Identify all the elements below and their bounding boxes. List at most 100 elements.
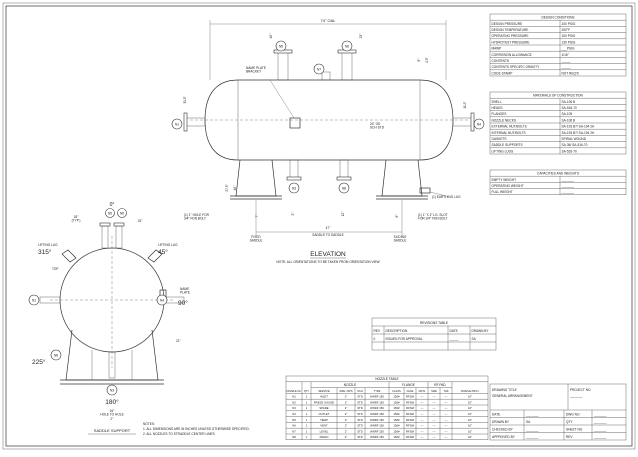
revisions-header: DRAWN BY [472,329,490,333]
dim-40-bottom: 40" [233,186,237,191]
nozzle-header: CLASS [392,389,401,393]
nozzle-cell: --- [421,435,424,439]
materials-table-label: LIFTING LUGS [492,149,514,153]
elevation-view: 74" OAL [171,18,485,264]
drawing-title-label: DRAWING TITLE [492,388,517,392]
bottom-nozzle-right [336,159,352,181]
nozzle-group-label: NOZZLE [344,383,357,387]
dim-2-label: 2" [111,417,114,421]
capacities-table-label: EMPTY WEIGHT [492,178,517,182]
nozzle-cell: 10" [468,400,472,404]
design-conditions-table-value: 130 PSIG [562,40,576,44]
nozzle-cell: --- [421,395,424,399]
nozzle-cell: DRAIN [320,435,329,439]
nozzle-cell: PRESS GAUGE [314,400,334,404]
lifting-lug-left-label: LIFTING LUG [38,243,58,247]
dim-31-5: 31.5" [183,96,187,103]
capacities-table-value: _______ [561,190,575,194]
nozzle-cell: --- [421,424,424,428]
design-conditions-table-label: DESIGN TEMPERATURE [492,28,529,32]
title-block-label: DATE [492,413,500,417]
nozzle-cell: --- [421,412,424,416]
lifting-lug-left [61,249,77,263]
nozzle-cell: N7 [292,429,296,433]
nozzle-cell: 1 [306,412,308,416]
nozzle-cell: 10" [468,412,472,416]
nozzle-cell: --- [433,412,436,416]
title-block-value: _______ [593,435,607,439]
design-conditions-table-value: 100 PSIG [562,34,576,38]
nozzle-cell: 10" [468,418,472,422]
nozzle-cell: 2" [345,412,348,416]
nozzle-cell: RFSM [406,429,415,433]
nozzle-schedule-title: NOZZLE TABLE [375,377,398,381]
materials-table-value: SA-193 B7/ SA-194 2H [562,131,595,135]
nozzle-cell: 1 [306,424,308,428]
materials-table-label: EXTERNAL NUT/BOLTS [492,125,527,129]
angle-315: 315° [38,248,52,256]
capacities-table-value: _______ [561,178,575,182]
title-block-label: APPROVED BY [492,435,516,439]
materials-table-label: INTERNAL NUT/BOLTS [492,131,526,135]
right-nozzle [452,112,475,132]
design-conditions-table-label: CONTENTS [492,59,510,63]
title-block-label: REV [566,435,573,439]
nozzle-cell: --- [433,406,436,410]
elev-tag-n7: N8 [338,182,350,194]
note-1: 1. ALL DIMENSIONS ARE IN INCHES UNLESS O… [143,427,250,431]
nozzle-cell: WNRF 150 [370,412,384,416]
nozzle-cell: STD [357,424,363,428]
nozzle-cell: RFSM [406,395,415,399]
elev-tag-n6: N3 [288,182,300,194]
saddle-support-title: SADDLE SUPPORT [94,428,131,433]
nozzle-cell: RFSM [406,400,415,404]
nozzle-header: TYPE [374,389,381,393]
dim-11-5: 11.5" [463,101,467,108]
nozzle-cell: 150# [393,424,400,428]
sheet-border [5,5,633,447]
svg-text:N1: N1 [32,299,36,303]
nozzle-cell: --- [433,435,436,439]
materials-table-value: SA-516-70 [562,106,577,110]
nozzle-cell: N8 [292,435,296,439]
nozzle-cell: 2" [345,400,348,404]
sliding-saddle [376,159,428,200]
side-tag-e: N8 [50,349,62,361]
nozzle-header: QTY [304,389,310,393]
nozzle-cell: 1 [306,400,308,404]
dim-18-label: 18"(TYP.) [72,215,81,223]
nozzle-header: SCH [357,389,363,393]
nozzle-cell: --- [445,429,448,433]
nozzle-cell: --- [445,400,448,404]
materials-table-label: FLANGES [492,112,507,116]
angle-225: 225° [32,358,46,366]
design-conditions-table-label: CORROSION ALLOWANCE [492,53,532,57]
svg-text:N3: N3 [292,187,296,191]
nozzle-cell: --- [421,429,424,433]
side-tag-b: N6 [117,208,127,218]
svg-text:N5: N5 [108,212,112,216]
nozzle-cell: 1 [306,418,308,422]
nozzle-cell: 150# [393,406,400,410]
nozzle-cell: SPARE [319,406,328,410]
nozzle-cell: STD [357,406,363,410]
sheet-outer-border [2,2,636,450]
nozzle-cell: OUTLET [318,412,329,416]
design-conditions-table-value: 250°F [562,28,571,32]
project-no-value: _______ [569,394,583,398]
svg-text:N4: N4 [477,123,481,127]
nozzle-cell: RFSM [406,435,415,439]
dim-7: 7" [255,215,259,218]
svg-text:N4: N4 [160,299,164,303]
svg-text:N6: N6 [120,212,124,216]
svg-text:N3: N3 [110,389,114,393]
nozzle-cell: --- [445,424,448,428]
nozzle-cell: 150# [393,418,400,422]
drawing-title-value: GENERAL ARRANGEMENT [492,394,533,398]
side-tag-c: N1 [28,294,40,306]
nozzle-cell: 150# [393,429,400,433]
dim-15-label: 15" [138,219,143,223]
elev-tag-n4: N1 [171,118,183,130]
